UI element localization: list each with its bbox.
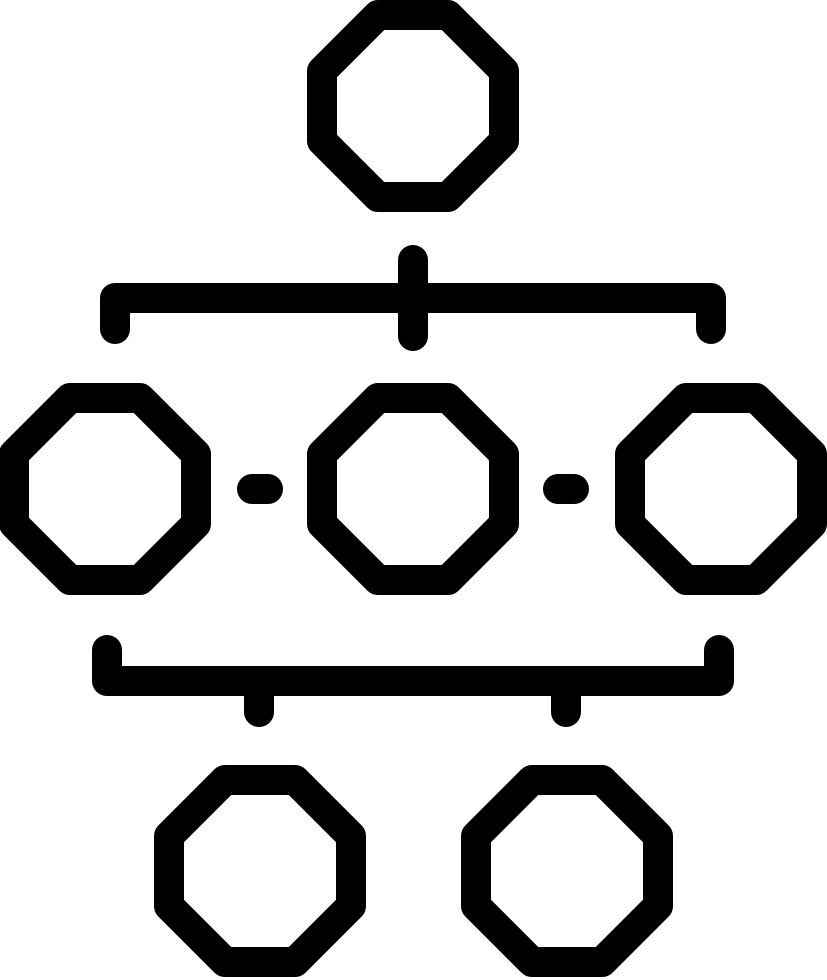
- middle-right-node-octagon: [615, 383, 827, 595]
- middle-left-node-octagon: [0, 383, 211, 595]
- lower-branch-connector: [92, 635, 734, 696]
- bottom-right-node-octagon: [461, 765, 673, 977]
- middle-center-node-octagon: [307, 383, 519, 595]
- top-node-octagon: [307, 0, 519, 212]
- bottom-left-node-octagon: [154, 765, 366, 977]
